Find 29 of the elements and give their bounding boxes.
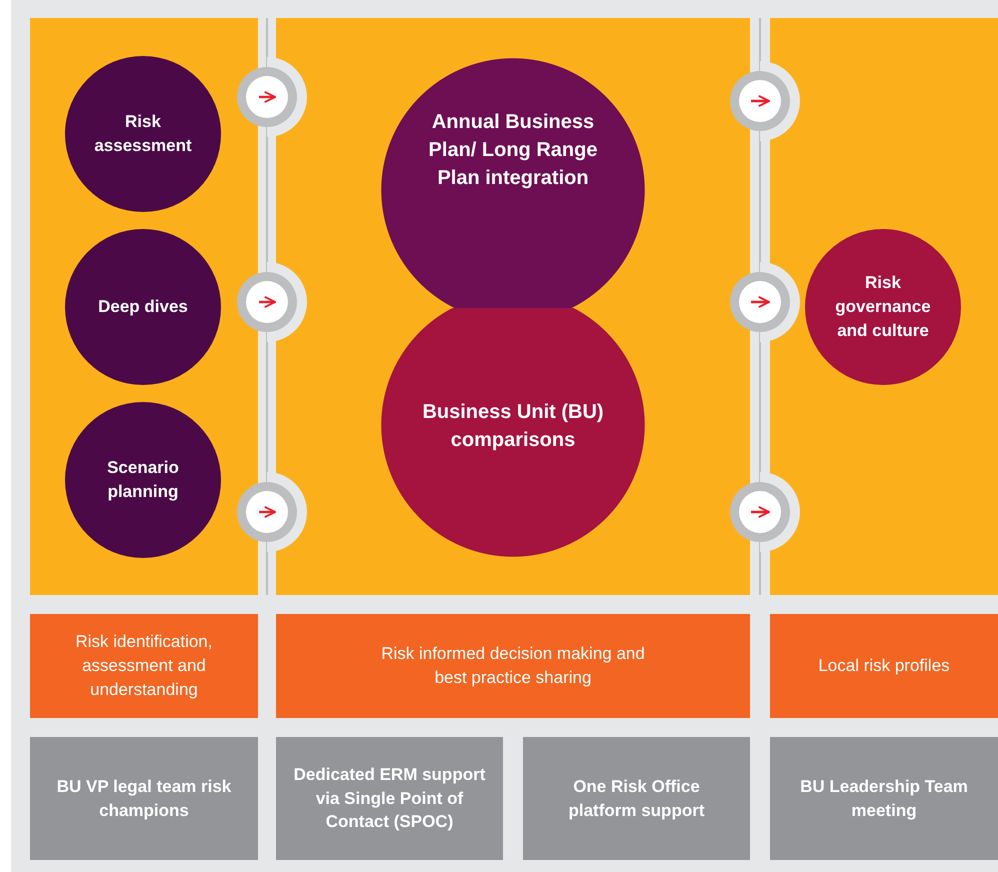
- node-label: Dedicated ERM support via Single Point of Contact (SPOC): [292, 764, 486, 834]
- node-label: BU Leadership Team meeting: [799, 776, 969, 822]
- arrow: [751, 296, 770, 308]
- arrow: [751, 95, 770, 107]
- support-box: [30, 737, 258, 860]
- stage-panel: [30, 18, 258, 595]
- outcome-box: [770, 614, 998, 718]
- stage-panel: [276, 18, 750, 595]
- node-label: Risk governance and culture: [834, 272, 932, 342]
- arrow: [259, 296, 276, 308]
- stage-panel: [770, 18, 998, 595]
- arrow: [751, 506, 770, 518]
- arrow: [259, 506, 276, 518]
- node-label: Deep dives: [98, 296, 188, 318]
- node-label: Scenario planning: [106, 457, 180, 503]
- node-label: Risk identification, assessment and understanding: [74, 631, 214, 701]
- support-box: [523, 737, 750, 860]
- support-box: [276, 737, 503, 860]
- node-label: Risk informed decision making and best practice sharing: [380, 643, 646, 689]
- node-label: Annual Business Plan/ Long Range Plan integration: [428, 110, 598, 191]
- node-label: Business Unit (BU) comparisons: [421, 400, 605, 452]
- node-label: Local risk profiles: [818, 655, 950, 678]
- support-box: [770, 737, 998, 860]
- outcome-box: [276, 614, 750, 718]
- node-label: Risk assessment: [93, 111, 193, 157]
- node-label: BU VP legal team risk champions: [56, 776, 232, 822]
- node-label: One Risk Office platform support: [568, 776, 706, 822]
- outcome-box: [30, 614, 258, 718]
- arrow: [259, 91, 276, 103]
